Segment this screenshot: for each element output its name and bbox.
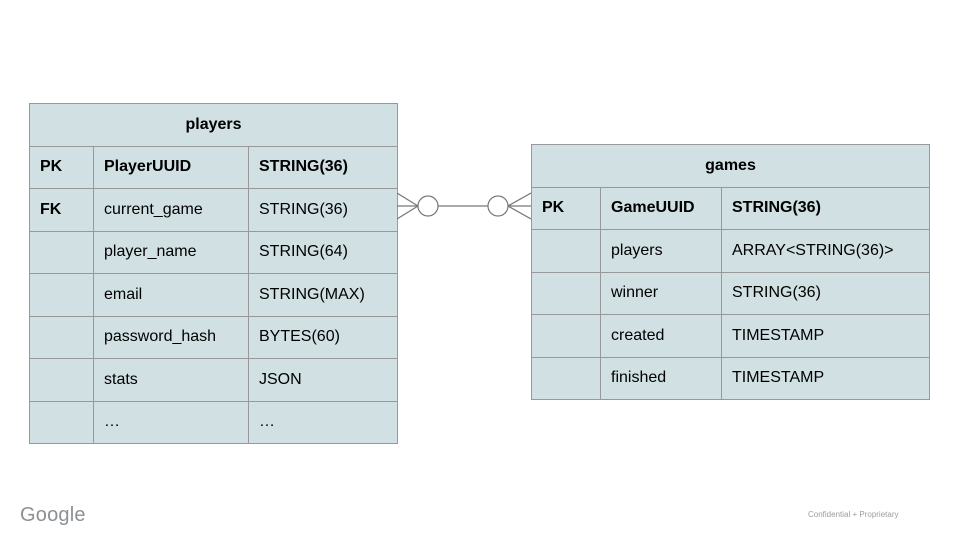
key-cell — [531, 271, 601, 315]
key-cell — [531, 314, 601, 358]
field-name-cell: created — [600, 314, 722, 358]
games-table-title: games — [531, 144, 930, 188]
confidential-label: Confidential + Proprietary — [808, 510, 899, 519]
players-table-title: players — [29, 103, 398, 147]
key-cell — [29, 230, 94, 274]
field-name-cell: password_hash — [93, 315, 249, 359]
crow-foot-right-icon — [507, 192, 531, 220]
table-row: finished TIMESTAMP — [531, 356, 930, 400]
field-name-cell: winner — [600, 271, 722, 315]
table-row: PK PlayerUUID STRING(36) — [29, 145, 398, 189]
field-name-cell: finished — [600, 356, 722, 400]
table-row: … … — [29, 400, 398, 444]
field-type-cell: STRING(36) — [248, 188, 398, 232]
field-type-cell: … — [248, 400, 398, 444]
field-name-cell: stats — [93, 358, 249, 402]
table-header-row: players — [29, 103, 398, 147]
table-header-row: games — [531, 144, 930, 188]
table-row: PK GameUUID STRING(36) — [531, 186, 930, 230]
field-type-cell: TIMESTAMP — [721, 314, 930, 358]
field-name-cell: … — [93, 400, 249, 444]
games-entity-table: games PK GameUUID STRING(36) players ARR… — [531, 144, 930, 400]
crow-foot-left-icon — [397, 192, 419, 220]
field-name-cell: player_name — [93, 230, 249, 274]
field-name-cell: email — [93, 273, 249, 317]
google-logo: Google — [20, 504, 86, 526]
field-name-cell: GameUUID — [600, 186, 722, 230]
table-row: player_name STRING(64) — [29, 230, 398, 274]
players-entity-table: players PK PlayerUUID STRING(36) FK curr… — [29, 103, 398, 444]
table-row: winner STRING(36) — [531, 271, 930, 315]
key-cell — [29, 358, 94, 402]
key-cell — [29, 315, 94, 359]
key-cell: PK — [29, 145, 94, 189]
key-cell — [29, 400, 94, 444]
table-row: password_hash BYTES(60) — [29, 315, 398, 359]
key-cell: FK — [29, 188, 94, 232]
field-type-cell: BYTES(60) — [248, 315, 398, 359]
key-cell — [29, 273, 94, 317]
table-row: stats JSON — [29, 358, 398, 402]
relationship-connector — [397, 192, 531, 220]
key-cell — [531, 229, 601, 273]
field-type-cell: STRING(64) — [248, 230, 398, 274]
field-name-cell: PlayerUUID — [93, 145, 249, 189]
field-name-cell: players — [600, 229, 722, 273]
zero-circle-right-icon — [487, 195, 509, 217]
key-cell: PK — [531, 186, 601, 230]
table-row: created TIMESTAMP — [531, 314, 930, 358]
field-type-cell: STRING(36) — [248, 145, 398, 189]
key-cell — [531, 356, 601, 400]
table-row: players ARRAY<STRING(36)> — [531, 229, 930, 273]
field-type-cell: STRING(36) — [721, 186, 930, 230]
field-type-cell: ARRAY<STRING(36)> — [721, 229, 930, 273]
field-name-cell: current_game — [93, 188, 249, 232]
field-type-cell: STRING(36) — [721, 271, 930, 315]
field-type-cell: STRING(MAX) — [248, 273, 398, 317]
field-type-cell: JSON — [248, 358, 398, 402]
zero-circle-left-icon — [417, 195, 439, 217]
table-row: FK current_game STRING(36) — [29, 188, 398, 232]
table-row: email STRING(MAX) — [29, 273, 398, 317]
field-type-cell: TIMESTAMP — [721, 356, 930, 400]
